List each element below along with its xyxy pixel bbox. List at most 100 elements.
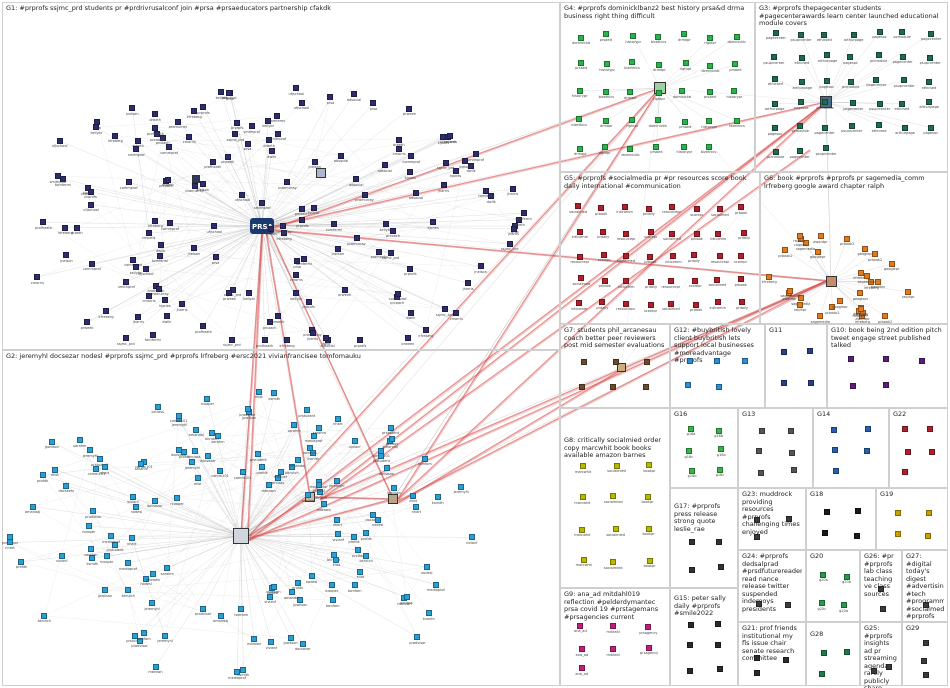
node-g1[interactable] xyxy=(73,224,80,231)
node-g1[interactable] xyxy=(265,117,272,124)
node-g3[interactable] xyxy=(799,79,806,86)
node-g19[interactable] xyxy=(924,532,931,539)
node-g1[interactable] xyxy=(293,85,300,92)
node-g1[interactable] xyxy=(34,274,41,281)
node-g8[interactable] xyxy=(644,493,651,500)
node-g7[interactable] xyxy=(610,384,617,391)
node-g2[interactable] xyxy=(96,456,103,463)
node-g2[interactable] xyxy=(140,630,147,637)
node-g1[interactable] xyxy=(382,221,389,228)
node-g2[interactable] xyxy=(85,523,92,530)
node-g22[interactable] xyxy=(901,469,908,476)
node-g18[interactable] xyxy=(854,507,861,514)
node-g1[interactable] xyxy=(452,167,459,174)
node-g2[interactable] xyxy=(275,474,282,481)
node-g1[interactable] xyxy=(472,151,479,158)
node-g2[interactable] xyxy=(423,564,430,571)
node-g10[interactable] xyxy=(883,356,890,363)
node-g1[interactable] xyxy=(441,306,448,313)
node-g1[interactable] xyxy=(370,100,377,107)
node-g2[interactable] xyxy=(277,468,284,475)
node-g1[interactable] xyxy=(229,286,236,293)
node-g4[interactable] xyxy=(602,31,609,38)
node-g3[interactable] xyxy=(899,53,906,60)
node-g2[interactable] xyxy=(174,495,181,501)
node-g1[interactable] xyxy=(394,290,401,297)
node-g2[interactable] xyxy=(468,534,475,541)
node-g2[interactable] xyxy=(316,424,323,431)
node-g1[interactable] xyxy=(157,252,164,259)
node-g1[interactable] xyxy=(56,137,63,144)
node-g3[interactable] xyxy=(850,31,857,38)
node-g25[interactable] xyxy=(886,664,893,671)
node-g5[interactable] xyxy=(576,253,583,260)
node-g14[interactable] xyxy=(864,448,871,455)
node-g25[interactable] xyxy=(870,667,877,674)
node-g2[interactable] xyxy=(267,593,274,600)
node-g1[interactable] xyxy=(353,176,360,183)
node-g5[interactable] xyxy=(692,277,699,284)
node-g1[interactable] xyxy=(298,99,305,106)
user-avatar-hub-nodesl[interactable] xyxy=(388,494,398,504)
node-g27[interactable] xyxy=(922,602,929,609)
node-g15[interactable] xyxy=(688,621,695,628)
node-g2[interactable] xyxy=(48,438,55,445)
node-g6[interactable] xyxy=(817,313,824,319)
node-g1[interactable] xyxy=(422,327,429,334)
node-g1[interactable] xyxy=(261,337,268,343)
node-g1[interactable] xyxy=(520,210,527,217)
node-g1[interactable] xyxy=(200,104,207,111)
node-g17[interactable] xyxy=(718,564,725,571)
node-g24[interactable] xyxy=(756,601,763,608)
node-g3[interactable] xyxy=(823,145,830,152)
node-g2[interactable] xyxy=(204,395,211,402)
node-g1[interactable] xyxy=(387,249,394,256)
node-g4[interactable] xyxy=(707,62,714,69)
node-g13[interactable] xyxy=(788,449,795,456)
node-g3[interactable] xyxy=(899,28,906,35)
node-g1[interactable] xyxy=(54,173,61,180)
node-g1[interactable] xyxy=(268,148,275,155)
node-g1[interactable] xyxy=(211,223,218,230)
node-g10[interactable] xyxy=(849,382,856,389)
node-g2[interactable] xyxy=(189,459,196,466)
node-g5[interactable] xyxy=(738,299,745,306)
node-g4[interactable] xyxy=(604,61,611,68)
node-g2[interactable] xyxy=(103,553,110,560)
node-g6[interactable] xyxy=(857,306,864,313)
node-g1[interactable] xyxy=(159,134,166,141)
node-g4[interactable] xyxy=(682,60,689,67)
node-g2[interactable] xyxy=(208,430,215,437)
node-g20[interactable] xyxy=(840,602,847,609)
node-g1[interactable] xyxy=(226,89,233,96)
node-g2[interactable] xyxy=(403,594,410,601)
node-g23[interactable] xyxy=(753,534,760,540)
node-g7[interactable] xyxy=(612,359,619,366)
node-g1[interactable] xyxy=(353,235,360,242)
node-g2[interactable] xyxy=(238,606,245,613)
node-g1[interactable] xyxy=(407,309,414,316)
node-g1[interactable] xyxy=(430,219,437,226)
node-g2[interactable] xyxy=(374,516,381,523)
node-g1[interactable] xyxy=(395,136,402,143)
node-g9[interactable] xyxy=(577,622,584,629)
node-g6[interactable] xyxy=(782,247,789,254)
node-g1[interactable] xyxy=(125,179,132,186)
node-g1[interactable] xyxy=(338,152,345,159)
node-g6[interactable] xyxy=(814,248,821,255)
node-g2[interactable] xyxy=(288,589,295,596)
node-g1[interactable] xyxy=(274,130,281,137)
node-g3[interactable] xyxy=(796,148,803,155)
node-g1[interactable] xyxy=(361,191,368,198)
node-g4[interactable] xyxy=(656,61,663,68)
node-g1[interactable] xyxy=(239,191,246,198)
node-g1[interactable] xyxy=(274,112,281,119)
node-g2[interactable] xyxy=(335,531,342,538)
node-g19[interactable] xyxy=(894,530,901,537)
node-g1[interactable] xyxy=(130,256,137,263)
node-g1[interactable] xyxy=(246,290,253,297)
node-g1[interactable] xyxy=(149,331,156,338)
node-g3[interactable] xyxy=(876,122,883,129)
node-g5[interactable] xyxy=(622,300,629,307)
node-g16[interactable] xyxy=(718,446,725,453)
